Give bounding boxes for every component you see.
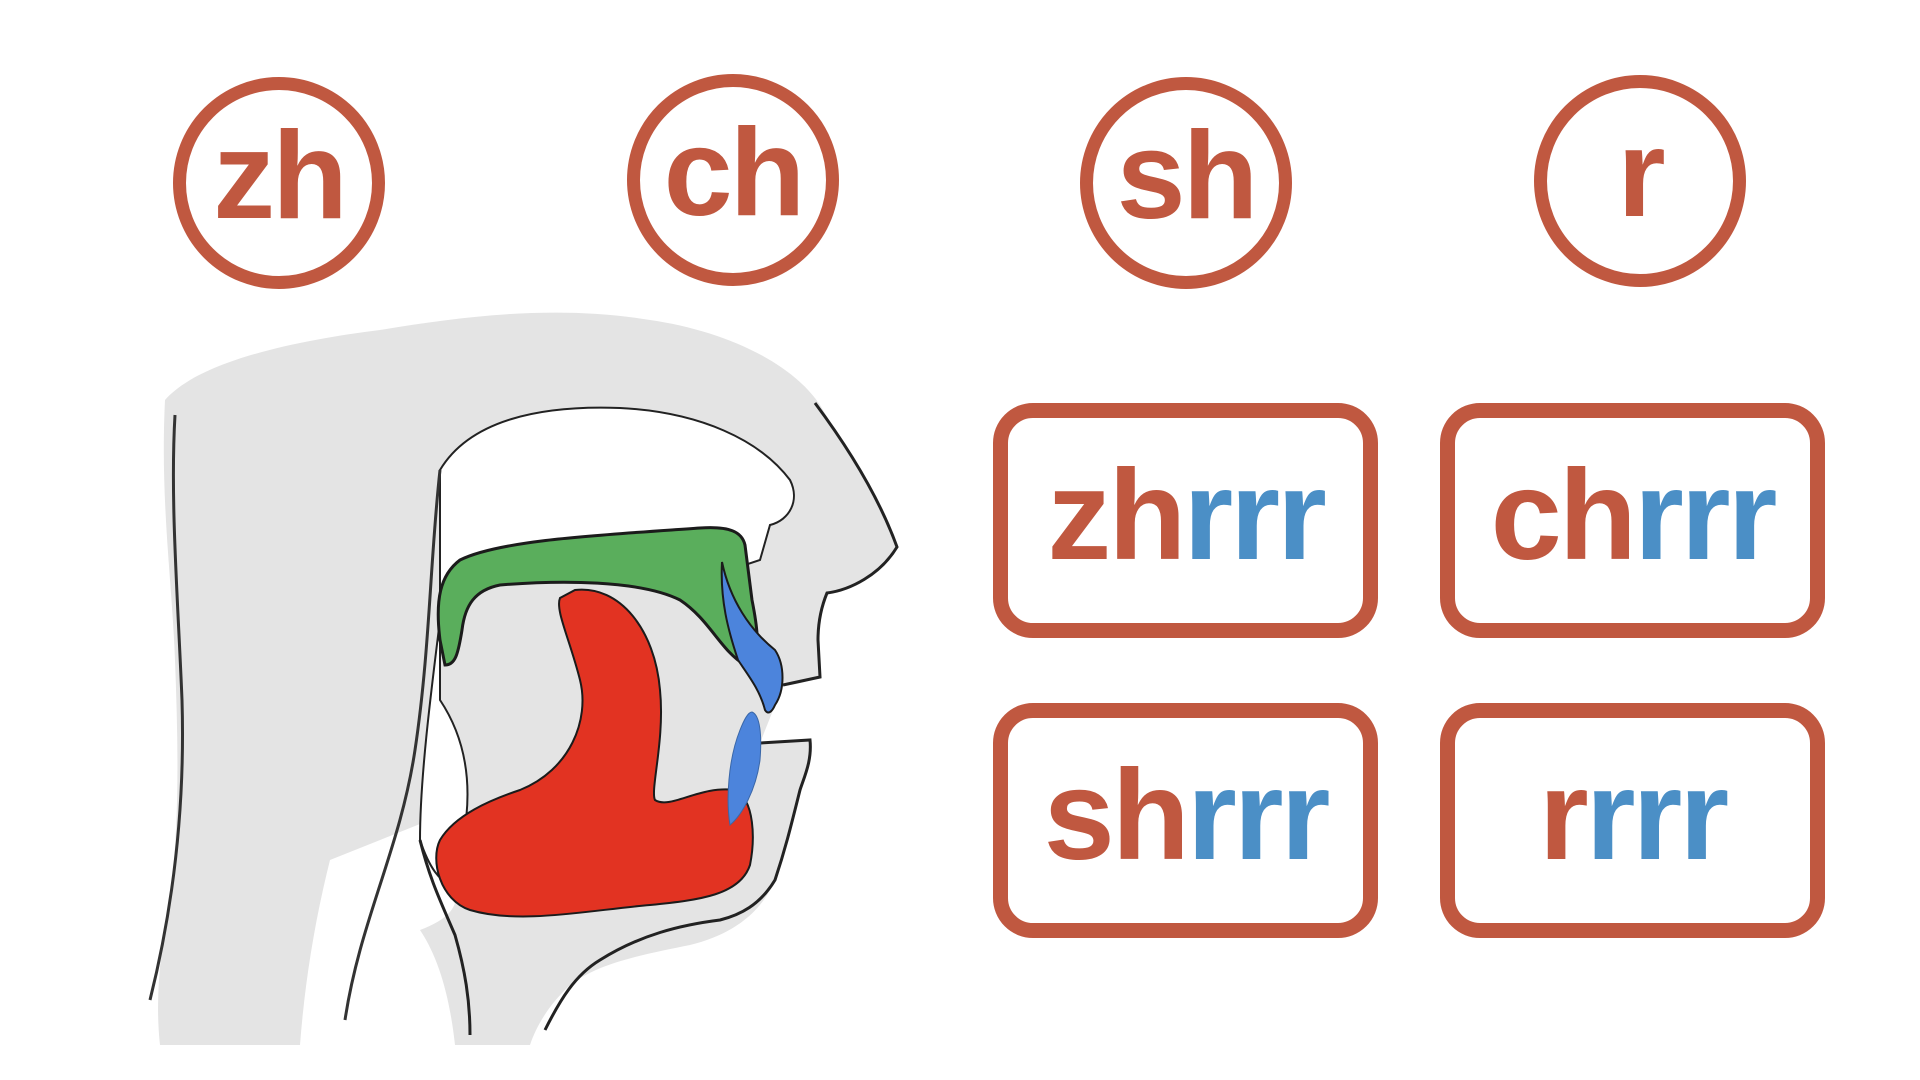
initial-circle-r: r [1534, 75, 1746, 287]
initial-label: ch [663, 104, 806, 242]
initial-circle-ch: ch [627, 74, 839, 286]
tongue-shape [435, 588, 754, 918]
initial-label: r [1617, 105, 1665, 243]
initial-label: zh [213, 107, 348, 245]
practice-word: shrrr [1044, 751, 1331, 880]
word-suffix: rrr [1183, 443, 1326, 587]
chin-outline [543, 738, 812, 1031]
practice-card-rrrr: rrrr [1440, 703, 1825, 938]
upper-tooth-shape [720, 561, 784, 714]
practice-word: zhrrr [1047, 451, 1327, 580]
practice-card-chrrr: chrrr [1440, 403, 1825, 638]
word-prefix: sh [1043, 743, 1190, 887]
initial-label: sh [1116, 107, 1259, 245]
initial-circle-sh: sh [1080, 77, 1292, 289]
word-prefix: r [1538, 743, 1589, 887]
jaw-inner-outline [418, 839, 472, 1036]
nose-outline [782, 402, 899, 687]
neck-back-outline [148, 414, 185, 1001]
practice-card-shrrr: shrrr [993, 703, 1378, 938]
practice-word: chrrr [1491, 451, 1778, 580]
word-suffix: rrr [1633, 443, 1777, 587]
word-suffix: rrr [1186, 743, 1330, 887]
word-prefix: ch [1490, 443, 1637, 587]
word-suffix: rrr [1585, 743, 1729, 887]
initial-circle-zh: zh [173, 77, 385, 289]
throat-outline [343, 469, 442, 1021]
practice-word: rrrr [1539, 751, 1729, 880]
lower-tooth-shape [727, 711, 762, 826]
practice-card-zhrrr: zhrrr [993, 403, 1378, 638]
word-prefix: zh [1047, 443, 1186, 587]
